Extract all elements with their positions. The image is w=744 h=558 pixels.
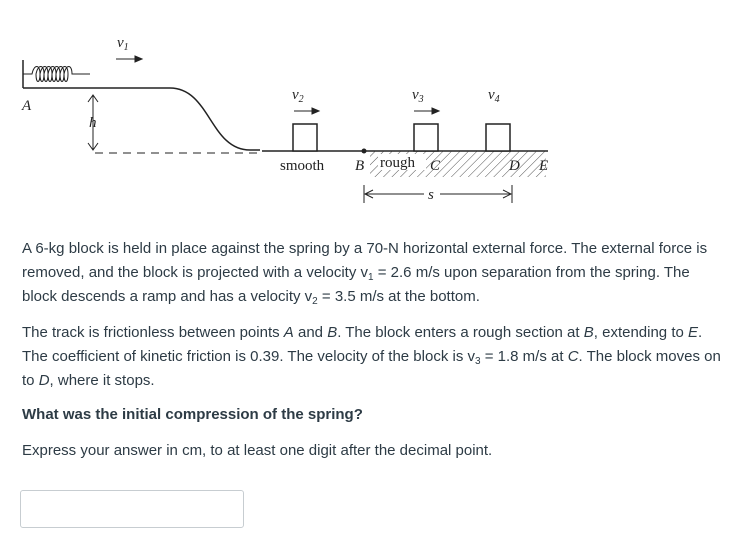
problem-paragraph-2: The track is frictionless between points… [22, 321, 724, 393]
label-v2: v2 [292, 87, 304, 105]
point-b-dot [361, 148, 367, 154]
upper-track-ramp [23, 87, 260, 151]
question-text: What was the initial compression of the … [22, 406, 363, 423]
p2-text-c: . The block enters a rough section at [337, 324, 584, 341]
p1-sub-1: 1 [368, 272, 374, 283]
p2-text-d: , extending to [593, 324, 688, 341]
p1-text-c: = 3.5 m/s at the bottom. [317, 288, 480, 305]
label-d: D [508, 158, 520, 174]
label-v4: v4 [488, 87, 500, 105]
label-a: A [21, 98, 32, 114]
p2-text-h: , where it stops. [49, 372, 155, 389]
spring [23, 66, 90, 82]
p1-text-a: A 6-kg block is held in place against th… [22, 240, 708, 281]
p2-text-g: . The block moves on to [22, 348, 721, 389]
label-c: C [430, 158, 441, 174]
label-smooth: smooth [280, 158, 325, 174]
p2-point-e: E [688, 324, 699, 341]
p2-text-a: The track is frictionless between points [22, 324, 284, 341]
p2-text-f: = 1.8 m/s at [480, 348, 568, 365]
block-v2 [292, 123, 318, 152]
height-dimension-arrow [87, 94, 99, 151]
block-v3 [413, 123, 439, 152]
instruction-text: Express your answer in cm, to at least o… [22, 442, 493, 459]
label-h: h [89, 115, 97, 131]
p2-text-e: . The coefficient of kinetic friction is… [22, 324, 703, 365]
velocity-arrow-v3 [414, 107, 441, 115]
p2-text-b: and [293, 324, 328, 341]
p2-sub-3: 3 [475, 356, 481, 367]
label-b: B [355, 158, 364, 174]
p1-sub-2: 2 [312, 296, 318, 307]
block-v4 [485, 123, 511, 152]
label-s: s [428, 187, 434, 203]
p2-point-c: C [567, 348, 579, 365]
rough-label-bg [378, 154, 426, 170]
p1-text-b: = 2.6 m/s upon separation from the sprin… [22, 264, 690, 305]
label-v1: v1 [117, 35, 129, 53]
label-rough: rough [380, 155, 415, 171]
p2-point-b: B [327, 324, 338, 341]
velocity-arrow-v1 [116, 55, 144, 63]
problem-paragraph-1: A 6-kg block is held in place against th… [22, 237, 724, 309]
p2-point-b2: B [583, 324, 594, 341]
velocity-arrow-v2 [294, 107, 321, 115]
p2-point-d: D [38, 372, 50, 389]
answer-input[interactable] [20, 490, 244, 528]
problem-figure: v1 v2 v3 v4 A h smooth B rough C D E s [21, 35, 548, 203]
p2-point-a: A [283, 324, 294, 341]
label-e: E [538, 158, 548, 174]
distance-dimension-arrow [363, 185, 513, 203]
label-v3: v3 [412, 87, 424, 105]
